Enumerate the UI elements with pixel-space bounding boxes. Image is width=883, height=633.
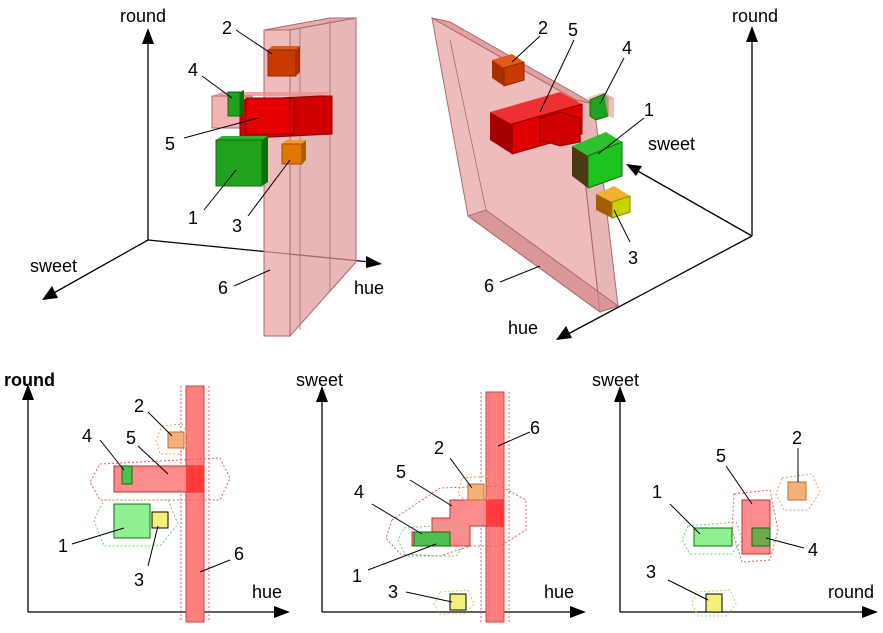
label-6-c: 6 [234, 544, 244, 564]
label-2-c: 2 [134, 396, 144, 416]
sweet-axis-label-b: sweet [648, 134, 695, 154]
panel-2d-sweet-round: sweet round 2 5 1 4 3 [592, 370, 878, 618]
hue-axis-b [567, 235, 753, 335]
box-4 [227, 90, 244, 117]
cube-1-b [572, 132, 623, 189]
sweet-axis-arrow [42, 286, 58, 300]
region-4-c [121, 465, 133, 485]
round-axis-label: round [120, 6, 166, 26]
round-axis-arrow [142, 28, 154, 44]
cube-2 [267, 46, 300, 77]
label-2-b: 2 [538, 18, 548, 38]
label-3-e: 3 [646, 562, 656, 582]
label-3-b: 3 [628, 248, 638, 268]
panel-3d-right: round sweet hue [431, 6, 778, 340]
label-1-c: 1 [58, 536, 68, 556]
region-1-e [693, 527, 733, 547]
label-4-c: 4 [82, 426, 92, 446]
cube-2-b [492, 54, 525, 87]
label-5-e: 5 [716, 446, 726, 466]
box-4-b [586, 92, 614, 121]
hue-axis-arrow-b [556, 326, 572, 340]
hue-axis-label-c: hue [252, 582, 282, 602]
region-6-c [185, 385, 205, 623]
label-3-c: 3 [134, 570, 144, 590]
label-6-b: 6 [484, 276, 494, 296]
panel-3d-left: round sweet hue [30, 6, 384, 338]
round-axis-label-b: round [732, 6, 778, 26]
region-1-c [113, 503, 151, 539]
label-6-a: 6 [218, 278, 228, 298]
label-1-e: 1 [652, 482, 662, 502]
label-1-b: 1 [644, 100, 654, 120]
sweet-axis-b [635, 169, 753, 237]
cube-1 [215, 136, 268, 187]
round-axis-label-e: round [828, 582, 874, 602]
label-3-d: 3 [388, 582, 398, 602]
label-6-d: 6 [530, 418, 540, 438]
label-2-a: 2 [222, 18, 232, 38]
region-1-4-d [413, 531, 451, 547]
label-4-d: 4 [354, 482, 364, 502]
bar-5-b [490, 92, 583, 155]
label-5-a: 5 [165, 134, 175, 154]
label-4-b: 4 [622, 38, 632, 58]
cube-3-b [596, 186, 631, 219]
label-5-b: 5 [568, 20, 578, 40]
sweet-axis [51, 239, 149, 295]
label-4-a: 4 [188, 60, 198, 80]
sweet-axis-label: sweet [30, 256, 77, 276]
label-1-d: 1 [352, 566, 362, 586]
round-axis-arrow-b [746, 26, 758, 42]
label-5-c: 5 [126, 428, 136, 448]
label-1-a: 1 [188, 208, 198, 228]
region-3-e [705, 593, 723, 613]
panel-2d-round-hue: round hue 2 4 5 1 3 6 [4, 370, 290, 623]
sweet-axis-label-d: sweet [296, 370, 343, 390]
region-3-c [151, 511, 169, 529]
region-3-d [449, 593, 467, 611]
label-3-a: 3 [232, 216, 242, 236]
hue-axis-label: hue [354, 278, 384, 298]
label-5-d: 5 [396, 462, 406, 482]
sweet-axis-label-e: sweet [592, 370, 639, 390]
label-2-d: 2 [434, 438, 444, 458]
round-axis-label-c: round [4, 370, 55, 390]
label-4-e: 4 [808, 540, 818, 560]
region-4-e [751, 527, 771, 547]
hue-axis-label-d: hue [544, 582, 574, 602]
region-2-e [787, 481, 807, 501]
panel-2d-sweet-hue: sweet hue 2 5 4 1 3 6 [296, 370, 586, 623]
sweet-axis-arrow-b [626, 164, 642, 176]
hue-axis-label-b: hue [508, 318, 538, 338]
label-2-e: 2 [792, 428, 802, 448]
hue-axis-arrow [366, 256, 382, 268]
cube-3 [281, 140, 306, 165]
